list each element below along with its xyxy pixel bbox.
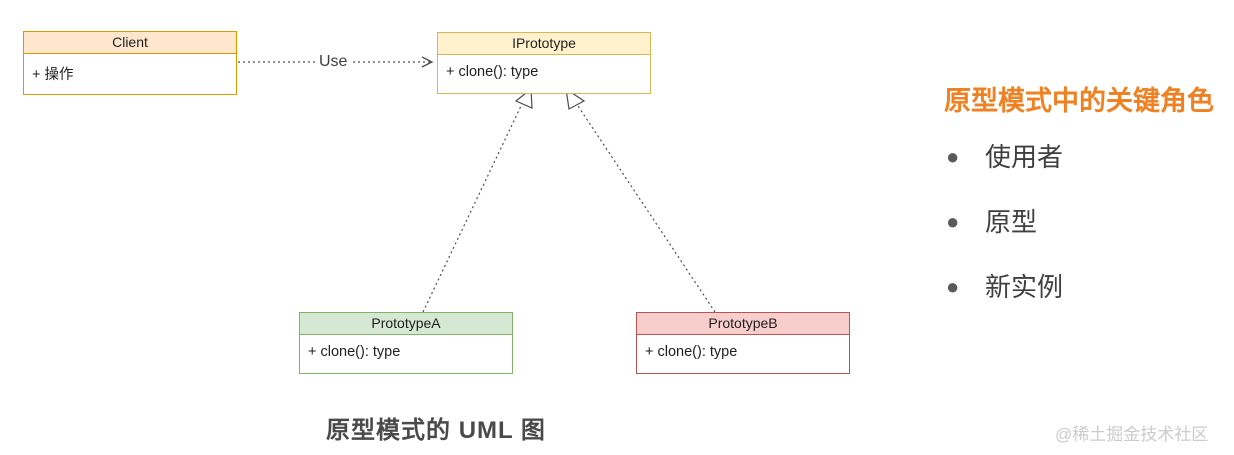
class-title-prototype-b: PrototypeB: [637, 313, 849, 335]
bullet-icon: ●: [946, 274, 960, 299]
class-title-prototype-a: PrototypeA: [300, 313, 512, 335]
key-roles-list: ● 使用者 ● 原型 ● 新实例: [944, 140, 1063, 335]
class-member: + clone(): type: [438, 55, 650, 93]
class-member: + 操作: [24, 54, 236, 94]
list-item: ● 使用者: [944, 140, 1063, 174]
list-item-label: 使用者: [985, 142, 1064, 172]
uml-class-client: Client + 操作: [23, 31, 237, 95]
key-roles-heading: 原型模式中的关键角色: [944, 86, 1214, 116]
class-member: + clone(): type: [637, 335, 849, 373]
use-edge-label: Use: [316, 53, 351, 71]
uml-class-iprototype: IPrototype + clone(): type: [437, 32, 651, 94]
realization-edge-a: [422, 105, 522, 313]
class-title-client: Client: [24, 32, 236, 54]
uml-class-prototype-a: PrototypeA + clone(): type: [299, 312, 513, 374]
uml-class-prototype-b: PrototypeB + clone(): type: [636, 312, 850, 374]
realization-arrowhead-b: [565, 87, 586, 110]
list-item-label: 新实例: [985, 272, 1064, 302]
bullet-icon: ●: [946, 144, 960, 169]
class-member: + clone(): type: [300, 335, 512, 373]
list-item-label: 原型: [985, 207, 1038, 237]
diagram-caption: 原型模式的 UML 图: [326, 417, 546, 444]
bullet-icon: ●: [946, 209, 960, 234]
list-item: ● 新实例: [944, 270, 1063, 304]
list-item: ● 原型: [944, 205, 1063, 239]
watermark-text: @稀土掘金技术社区: [1055, 425, 1209, 444]
class-title-iprototype: IPrototype: [438, 33, 650, 55]
realization-edge-b: [577, 105, 716, 313]
